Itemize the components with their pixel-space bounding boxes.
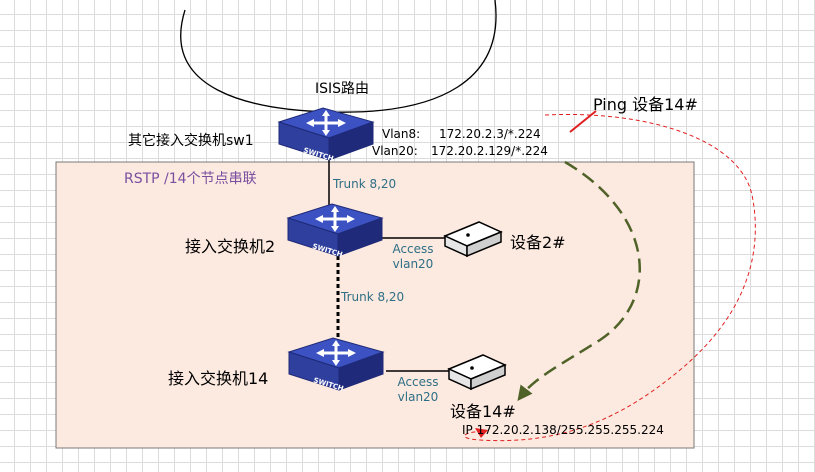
device-2-name: 设备2# <box>510 233 566 252</box>
ping-path-arrow <box>517 160 641 401</box>
device-14-ip: IP 172.20.2.138/255.255.255.224 <box>462 423 664 437</box>
access-2-line1: Access <box>392 242 434 256</box>
switch-sw1-icon <box>277 106 375 165</box>
rstp-domain-label: RSTP /14个节点串联 <box>124 171 257 187</box>
return-path-red <box>464 113 756 442</box>
sw1-vlan8-label: Vlan8: <box>382 127 421 141</box>
sw1-vlan8-ip: 172.20.2.3/*.224 <box>439 127 541 141</box>
access-14-line1: Access <box>397 375 439 389</box>
sw1-vlan20-ip: 172.20.2.129/*.224 <box>431 144 548 158</box>
ping-label: Ping 设备14# <box>593 95 698 114</box>
switch-2-name: 接入交换机2 <box>185 237 276 256</box>
access-2-line2: vlan20 <box>392 257 434 271</box>
ping-pointer-line <box>569 110 597 133</box>
device-14-name: 设备14# <box>450 402 516 421</box>
trunk-mid-label: Trunk 8,20 <box>341 290 405 304</box>
trunk-top-label: Trunk 8,20 <box>333 177 397 191</box>
sw1-name-label: 其它接入交换机sw1 <box>128 133 254 149</box>
switch-14-name: 接入交换机14 <box>168 369 269 388</box>
red-arrow-end <box>475 428 488 438</box>
rstp-domain-box <box>55 161 695 449</box>
isis-label: ISIS路由 <box>315 81 370 97</box>
access-14-line2: vlan20 <box>397 390 439 404</box>
sw1-vlan20-label: Vlan20: <box>372 144 418 158</box>
